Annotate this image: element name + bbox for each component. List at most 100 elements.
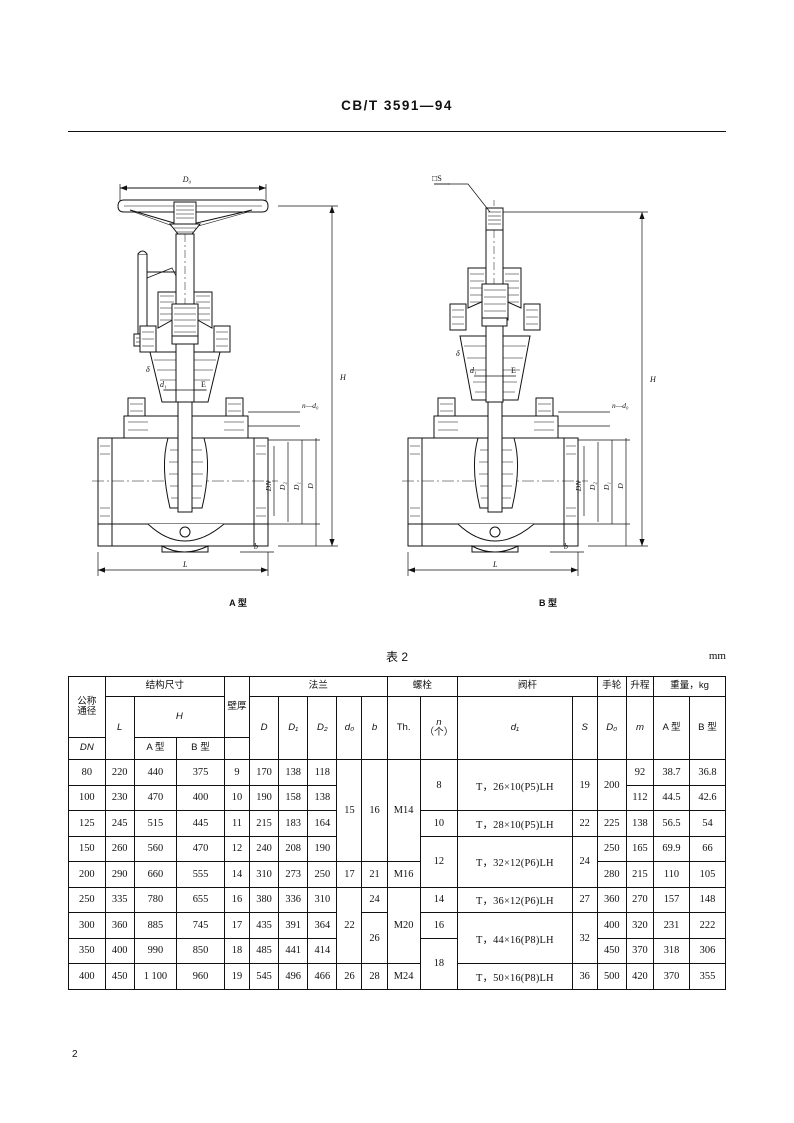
header-flange: 法兰 [249, 676, 388, 697]
table-group-header-row: 公称通径 结构尺寸 壁厚 法兰 螺栓 阀杆 手轮 升程 重量，kg [68, 676, 726, 738]
label-d-a: D [306, 483, 315, 490]
label-stem-marker-b: E [511, 366, 516, 375]
cell-delta: 18 [223, 937, 251, 964]
cell-D2: 138 [307, 784, 338, 811]
cell-D: 310 [248, 861, 280, 888]
label-flange-thk-b: b [564, 542, 568, 551]
cell-D0: 450 [596, 937, 627, 964]
cell-weight-b: 148 [688, 886, 727, 913]
cell-m: 165 [625, 835, 655, 862]
cell-L: 230 [104, 784, 135, 811]
valve-drawing-b-svg: □S H d₁ E n—d₀ δ DN D₂ D₁ D L b [402, 173, 657, 576]
cell-H-b: 655 [176, 886, 225, 913]
header-rule [68, 131, 726, 132]
standard-code-header: CB/T 3591—94 [341, 98, 453, 113]
cell-m: 215 [625, 861, 655, 888]
header-D0: D₀ [596, 696, 627, 760]
cell-m: 320 [625, 912, 655, 939]
cell-D0: 400 [596, 912, 627, 939]
label-height-a: H [339, 373, 347, 382]
cell-weight-a: 370 [653, 963, 690, 990]
valve-drawing-a-svg: D₀ H d₁ E n—d₀ δ DN D₂ D₁ D L b [92, 175, 347, 576]
cell-D1: 208 [278, 835, 309, 862]
cell-weight-b: 222 [688, 912, 727, 939]
cell-D0: 250 [596, 835, 627, 862]
cell-weight-b: 355 [688, 963, 727, 990]
cell-D2: 118 [307, 759, 338, 786]
table-subheader-row2: DN A 型 B 型 [68, 737, 726, 760]
cell-D1: 183 [278, 810, 309, 837]
cell-L: 260 [104, 835, 135, 862]
label-d-b: D [616, 483, 625, 490]
table-unit-note: mm [708, 650, 726, 662]
header-lift: 升程 [625, 676, 655, 697]
cell-n: 10 [419, 810, 459, 837]
label-length-b: L [492, 560, 498, 569]
header-dn-code: DN [68, 737, 106, 760]
label-bolt-b: n—d₀ [612, 401, 629, 410]
header-D2: D₂ [307, 696, 338, 760]
figure-b-caption: B 型 [538, 598, 557, 608]
cell-D: 215 [248, 810, 280, 837]
cell-D2: 310 [307, 886, 338, 913]
cell-th: M14 [386, 759, 421, 862]
cell-delta: 9 [223, 759, 251, 786]
cell-D1: 336 [278, 886, 309, 913]
label-d1-b: D₁ [602, 482, 611, 491]
cell-d1: T，26×10(P5)LH [457, 759, 573, 811]
cell-m: 112 [625, 784, 655, 811]
header-L: L [104, 696, 135, 760]
cell-m: 92 [625, 759, 655, 786]
header-stem: 阀杆 [457, 676, 598, 697]
cell-b: 28 [361, 963, 388, 990]
cell-L: 450 [104, 963, 135, 990]
cell-D0: 225 [596, 810, 627, 837]
cell-dn: 125 [68, 810, 106, 837]
cell-H-a: 515 [133, 810, 178, 837]
cell-weight-a: 69.9 [653, 835, 690, 862]
cell-H-b: 555 [176, 861, 225, 888]
cell-weight-b: 36.8 [688, 759, 727, 786]
label-flange-thk-a: b [254, 542, 258, 551]
cell-H-a: 990 [133, 937, 178, 964]
cell-D1: 496 [278, 963, 309, 990]
cell-H-a: 780 [133, 886, 178, 913]
label-d2-b: D₂ [588, 482, 597, 491]
cell-n: 12 [419, 835, 459, 888]
cell-D1: 391 [278, 912, 309, 939]
cell-H-a: 885 [133, 912, 178, 939]
cell-b: 21 [361, 861, 388, 888]
cell-D: 380 [248, 886, 280, 913]
cell-delta: 12 [223, 835, 251, 862]
label-bore-b: DN [574, 480, 583, 492]
cell-D: 240 [248, 835, 280, 862]
cell-D2: 164 [307, 810, 338, 837]
cell-dn: 300 [68, 912, 106, 939]
cell-dn: 200 [68, 861, 106, 888]
cell-L: 290 [104, 861, 135, 888]
cell-S: 24 [571, 835, 598, 888]
cell-D: 485 [248, 937, 280, 964]
label-wall-b: δ [456, 349, 460, 358]
cell-weight-a: 44.5 [653, 784, 690, 811]
cell-weight-a: 56.5 [653, 810, 690, 837]
cell-D: 170 [248, 759, 280, 786]
cell-D1: 273 [278, 861, 309, 888]
cell-n: 14 [419, 886, 459, 913]
cell-delta: 19 [223, 963, 251, 990]
cell-H-a: 560 [133, 835, 178, 862]
cell-D0: 360 [596, 886, 627, 913]
cell-dn: 250 [68, 886, 106, 913]
figure-valve-type-b: □S H d₁ E n—d₀ δ DN D₂ D₁ D L b B 型 [398, 150, 698, 608]
cell-D2: 414 [307, 937, 338, 964]
header-S: S [571, 696, 598, 760]
cell-D2: 466 [307, 963, 338, 990]
cell-m: 370 [625, 937, 655, 964]
cell-m: 138 [625, 810, 655, 837]
